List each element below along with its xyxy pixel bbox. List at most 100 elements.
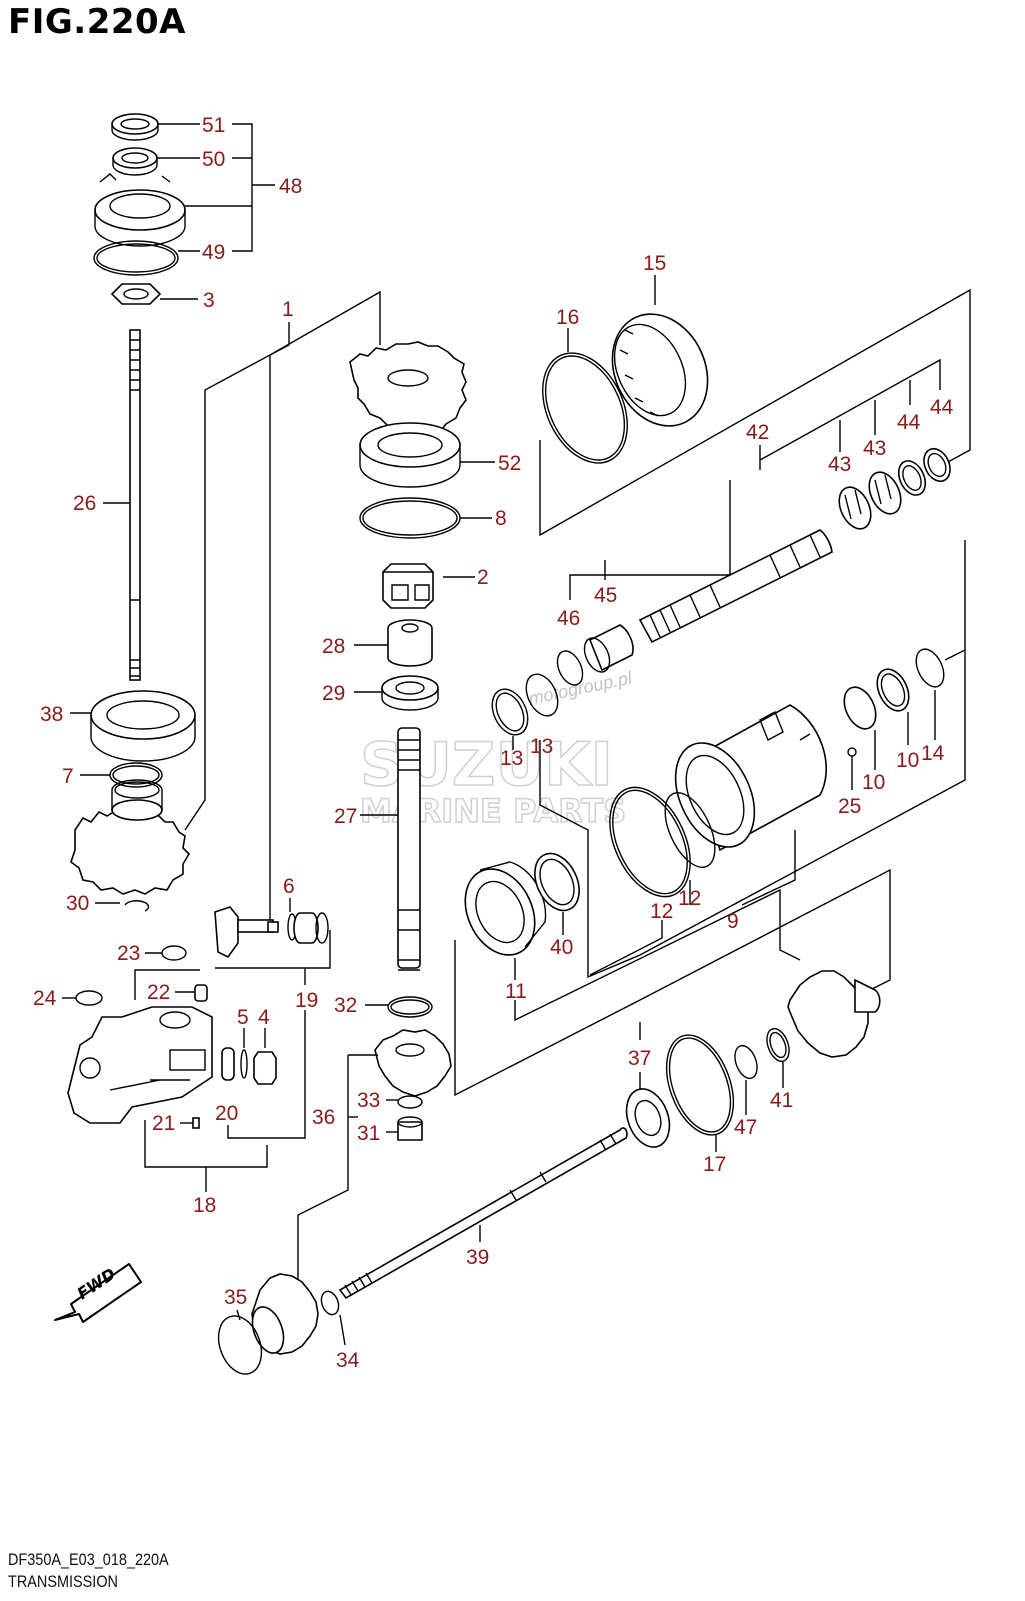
part-25-pin[interactable] (847, 747, 857, 757)
part-16-snap-ring[interactable] (526, 339, 644, 476)
label-12-a: 12 (650, 900, 673, 923)
label-3: 3 (203, 289, 215, 312)
label-42: 42 (746, 421, 769, 444)
part-46-ring[interactable] (552, 647, 587, 689)
part-35-forward-gear[interactable] (211, 1273, 319, 1380)
label-8: 8 (495, 507, 507, 530)
label-41: 41 (770, 1089, 793, 1112)
label-47: 47 (734, 1116, 757, 1139)
label-10-b: 10 (896, 749, 919, 772)
part-14-snap-ring[interactable] (911, 645, 950, 691)
label-50: 50 (202, 148, 225, 171)
label-20: 20 (215, 1102, 238, 1125)
part-21-pin[interactable] (192, 1117, 200, 1129)
label-33: 33 (357, 1089, 380, 1112)
label-11: 11 (505, 980, 527, 1003)
part-43-needle-bearing-a[interactable] (833, 482, 877, 534)
part-51-seal[interactable] (111, 113, 159, 141)
label-38: 38 (40, 703, 63, 726)
part-41-ring[interactable] (763, 1026, 793, 1065)
label-37: 37 (628, 1047, 651, 1070)
label-24: 24 (33, 987, 57, 1010)
part-44-ring-b[interactable] (919, 445, 955, 486)
part-24-o-ring[interactable] (75, 990, 103, 1006)
part-50-seal[interactable] (112, 147, 158, 176)
part-3-nut[interactable] (110, 283, 162, 305)
part-30-clip[interactable] (124, 900, 150, 912)
label-16: 16 (556, 306, 579, 329)
label-25: 25 (838, 795, 861, 818)
label-14: 14 (921, 742, 945, 765)
label-49: 49 (202, 241, 225, 264)
label-19: 19 (295, 989, 318, 1012)
label-9: 9 (727, 910, 739, 933)
part-13-ring-b[interactable] (520, 669, 564, 721)
label-6: 6 (283, 875, 295, 898)
label-31: 31 (357, 1122, 380, 1145)
part-12-ring-a[interactable] (594, 775, 706, 910)
part-39-propeller-shaft[interactable] (338, 1127, 628, 1300)
part-43-needle-bearing-b[interactable] (863, 467, 907, 519)
label-51: 51 (202, 114, 225, 137)
reverse-bevel-gear-small[interactable] (374, 1029, 452, 1097)
part-26-drive-shaft[interactable] (129, 329, 141, 681)
part-5-washer[interactable] (221, 1047, 248, 1081)
part-34-ring[interactable] (318, 1289, 341, 1317)
label-17: 17 (703, 1153, 726, 1176)
label-44-a: 44 (897, 411, 921, 434)
label-23: 23 (117, 942, 140, 965)
part-9-reverse-clutch-housing[interactable] (660, 704, 828, 860)
part-37-bearing[interactable] (619, 1083, 677, 1153)
part-38-bearing[interactable] (90, 690, 196, 762)
part-6-shift-cam[interactable] (214, 906, 329, 959)
label-7: 7 (62, 765, 74, 788)
part-18-shift-housing[interactable] (67, 1006, 213, 1124)
label-44-b: 44 (930, 396, 954, 419)
part-33-washer[interactable] (397, 1095, 423, 1109)
part-44-ring-a[interactable] (894, 457, 931, 500)
part-23-o-ring[interactable] (161, 945, 187, 961)
part-10-bushing-a[interactable] (838, 682, 882, 734)
part-11-bearing[interactable] (452, 858, 548, 967)
part-31-nut[interactable] (397, 1116, 423, 1141)
label-26: 26 (73, 492, 96, 515)
leaders-top-left (157, 123, 275, 300)
part-45-sleeve[interactable] (579, 624, 634, 676)
part-48-bearing-housing[interactable] (94, 173, 186, 247)
label-21: 21 (152, 1112, 175, 1135)
part-32-ring[interactable] (387, 996, 433, 1018)
diagram-subtitle: TRANSMISSION (8, 1572, 118, 1591)
part-12-ring-b[interactable] (655, 785, 725, 874)
forward-gear[interactable] (349, 341, 467, 439)
part-10-bushing-b[interactable] (871, 664, 915, 716)
part-8-ring[interactable] (359, 497, 461, 539)
part-49-o-ring[interactable] (93, 240, 179, 276)
label-32: 32 (334, 994, 357, 1017)
part-17-o-ring[interactable] (654, 1026, 746, 1144)
label-2: 2 (477, 566, 489, 589)
part-29-bearing[interactable] (381, 675, 439, 711)
label-52: 52 (498, 452, 521, 475)
part-40-ring[interactable] (526, 846, 588, 917)
label-13-a: 13 (500, 747, 523, 770)
watermark-site: motogroup.pl (527, 667, 635, 709)
part-22-pin[interactable] (194, 984, 208, 1002)
pinion-gear[interactable] (70, 779, 191, 895)
part-13-ring-a[interactable] (485, 683, 534, 740)
part-42-countershaft[interactable] (638, 529, 833, 644)
part-27-propeller-shaft-upper[interactable] (397, 727, 421, 971)
part-4-nut[interactable] (253, 1051, 277, 1085)
label-45: 45 (594, 584, 617, 607)
part-52-bearing[interactable] (359, 422, 461, 488)
label-29: 29 (322, 682, 345, 705)
label-22: 22 (147, 981, 170, 1004)
model-code: DF350A_E03_018_220A (8, 1550, 169, 1569)
part-28-sleeve[interactable] (387, 619, 433, 667)
label-18: 18 (193, 1194, 216, 1217)
label-4: 4 (258, 1006, 270, 1029)
part-47-snap-ring[interactable] (731, 1043, 761, 1082)
reverse-bevel-gear[interactable] (787, 970, 881, 1058)
part-15-bearing-race[interactable] (595, 298, 726, 441)
part-2-clutch[interactable] (382, 563, 434, 609)
